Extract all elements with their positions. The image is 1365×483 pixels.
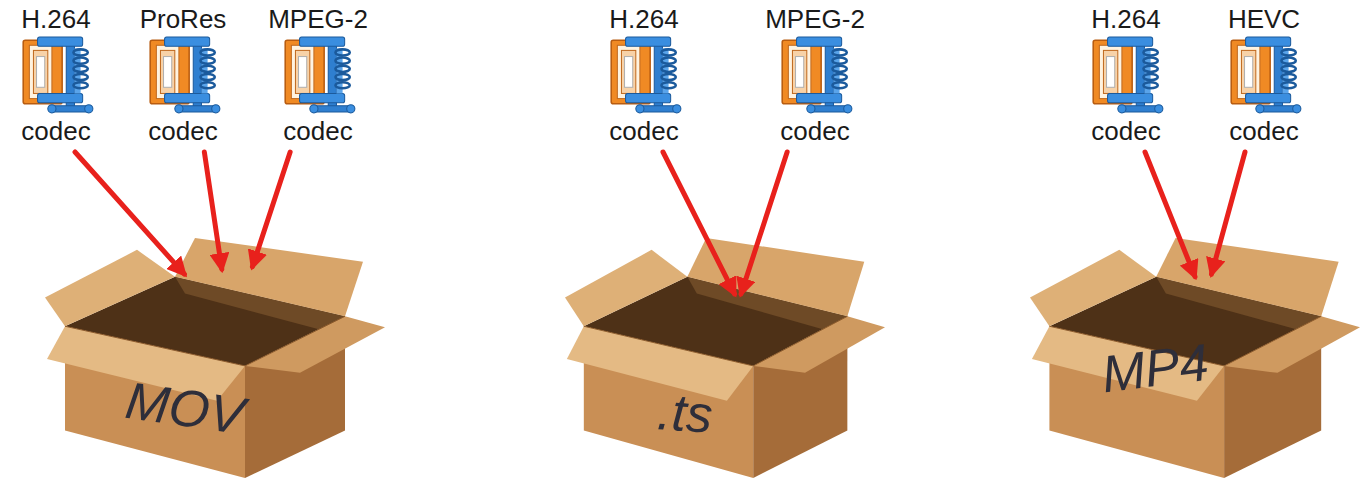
codec-icon-group: H.264 codec [1085, 4, 1167, 146]
cardboard-box [565, 232, 885, 480]
codec-label: codec [1091, 116, 1160, 146]
container-format: MP4 [1099, 336, 1211, 401]
codec-name: HEVC [1228, 4, 1300, 34]
codec-icon-group: HEVC codec [1223, 4, 1305, 146]
cardboard-box [45, 232, 385, 480]
codec-icon-group: MPEG-2 codec [765, 4, 865, 146]
codec-icon-group: H.264 codec [603, 4, 685, 146]
codec-label: codec [21, 116, 90, 146]
codec-name: H.264 [609, 4, 678, 34]
compression-icon [1085, 34, 1167, 116]
codec-name: H.264 [21, 4, 90, 34]
compression-icon [603, 34, 685, 116]
codec-label: codec [283, 116, 352, 146]
container-format: .ts [656, 385, 714, 441]
codec-icon-group: MPEG-2 codec [268, 4, 368, 146]
compression-icon [1223, 34, 1305, 116]
compression-icon [142, 34, 224, 116]
codec-name: ProRes [140, 4, 227, 34]
codec-name: MPEG-2 [268, 4, 368, 34]
codec-label: codec [1229, 116, 1298, 146]
codec-label: codec [148, 116, 217, 146]
container-box: MOV [45, 232, 385, 480]
compression-icon [774, 34, 856, 116]
codec-label: codec [780, 116, 849, 146]
compression-icon [277, 34, 359, 116]
codec-icon-group: ProRes codec [140, 4, 227, 146]
container-box: .ts [565, 232, 885, 480]
codec-label: codec [609, 116, 678, 146]
codec-name: MPEG-2 [765, 4, 865, 34]
container-box: MP4 [1030, 232, 1360, 480]
codec-icon-group: H.264 codec [15, 4, 97, 146]
compression-icon [15, 34, 97, 116]
codec-name: H.264 [1091, 4, 1160, 34]
